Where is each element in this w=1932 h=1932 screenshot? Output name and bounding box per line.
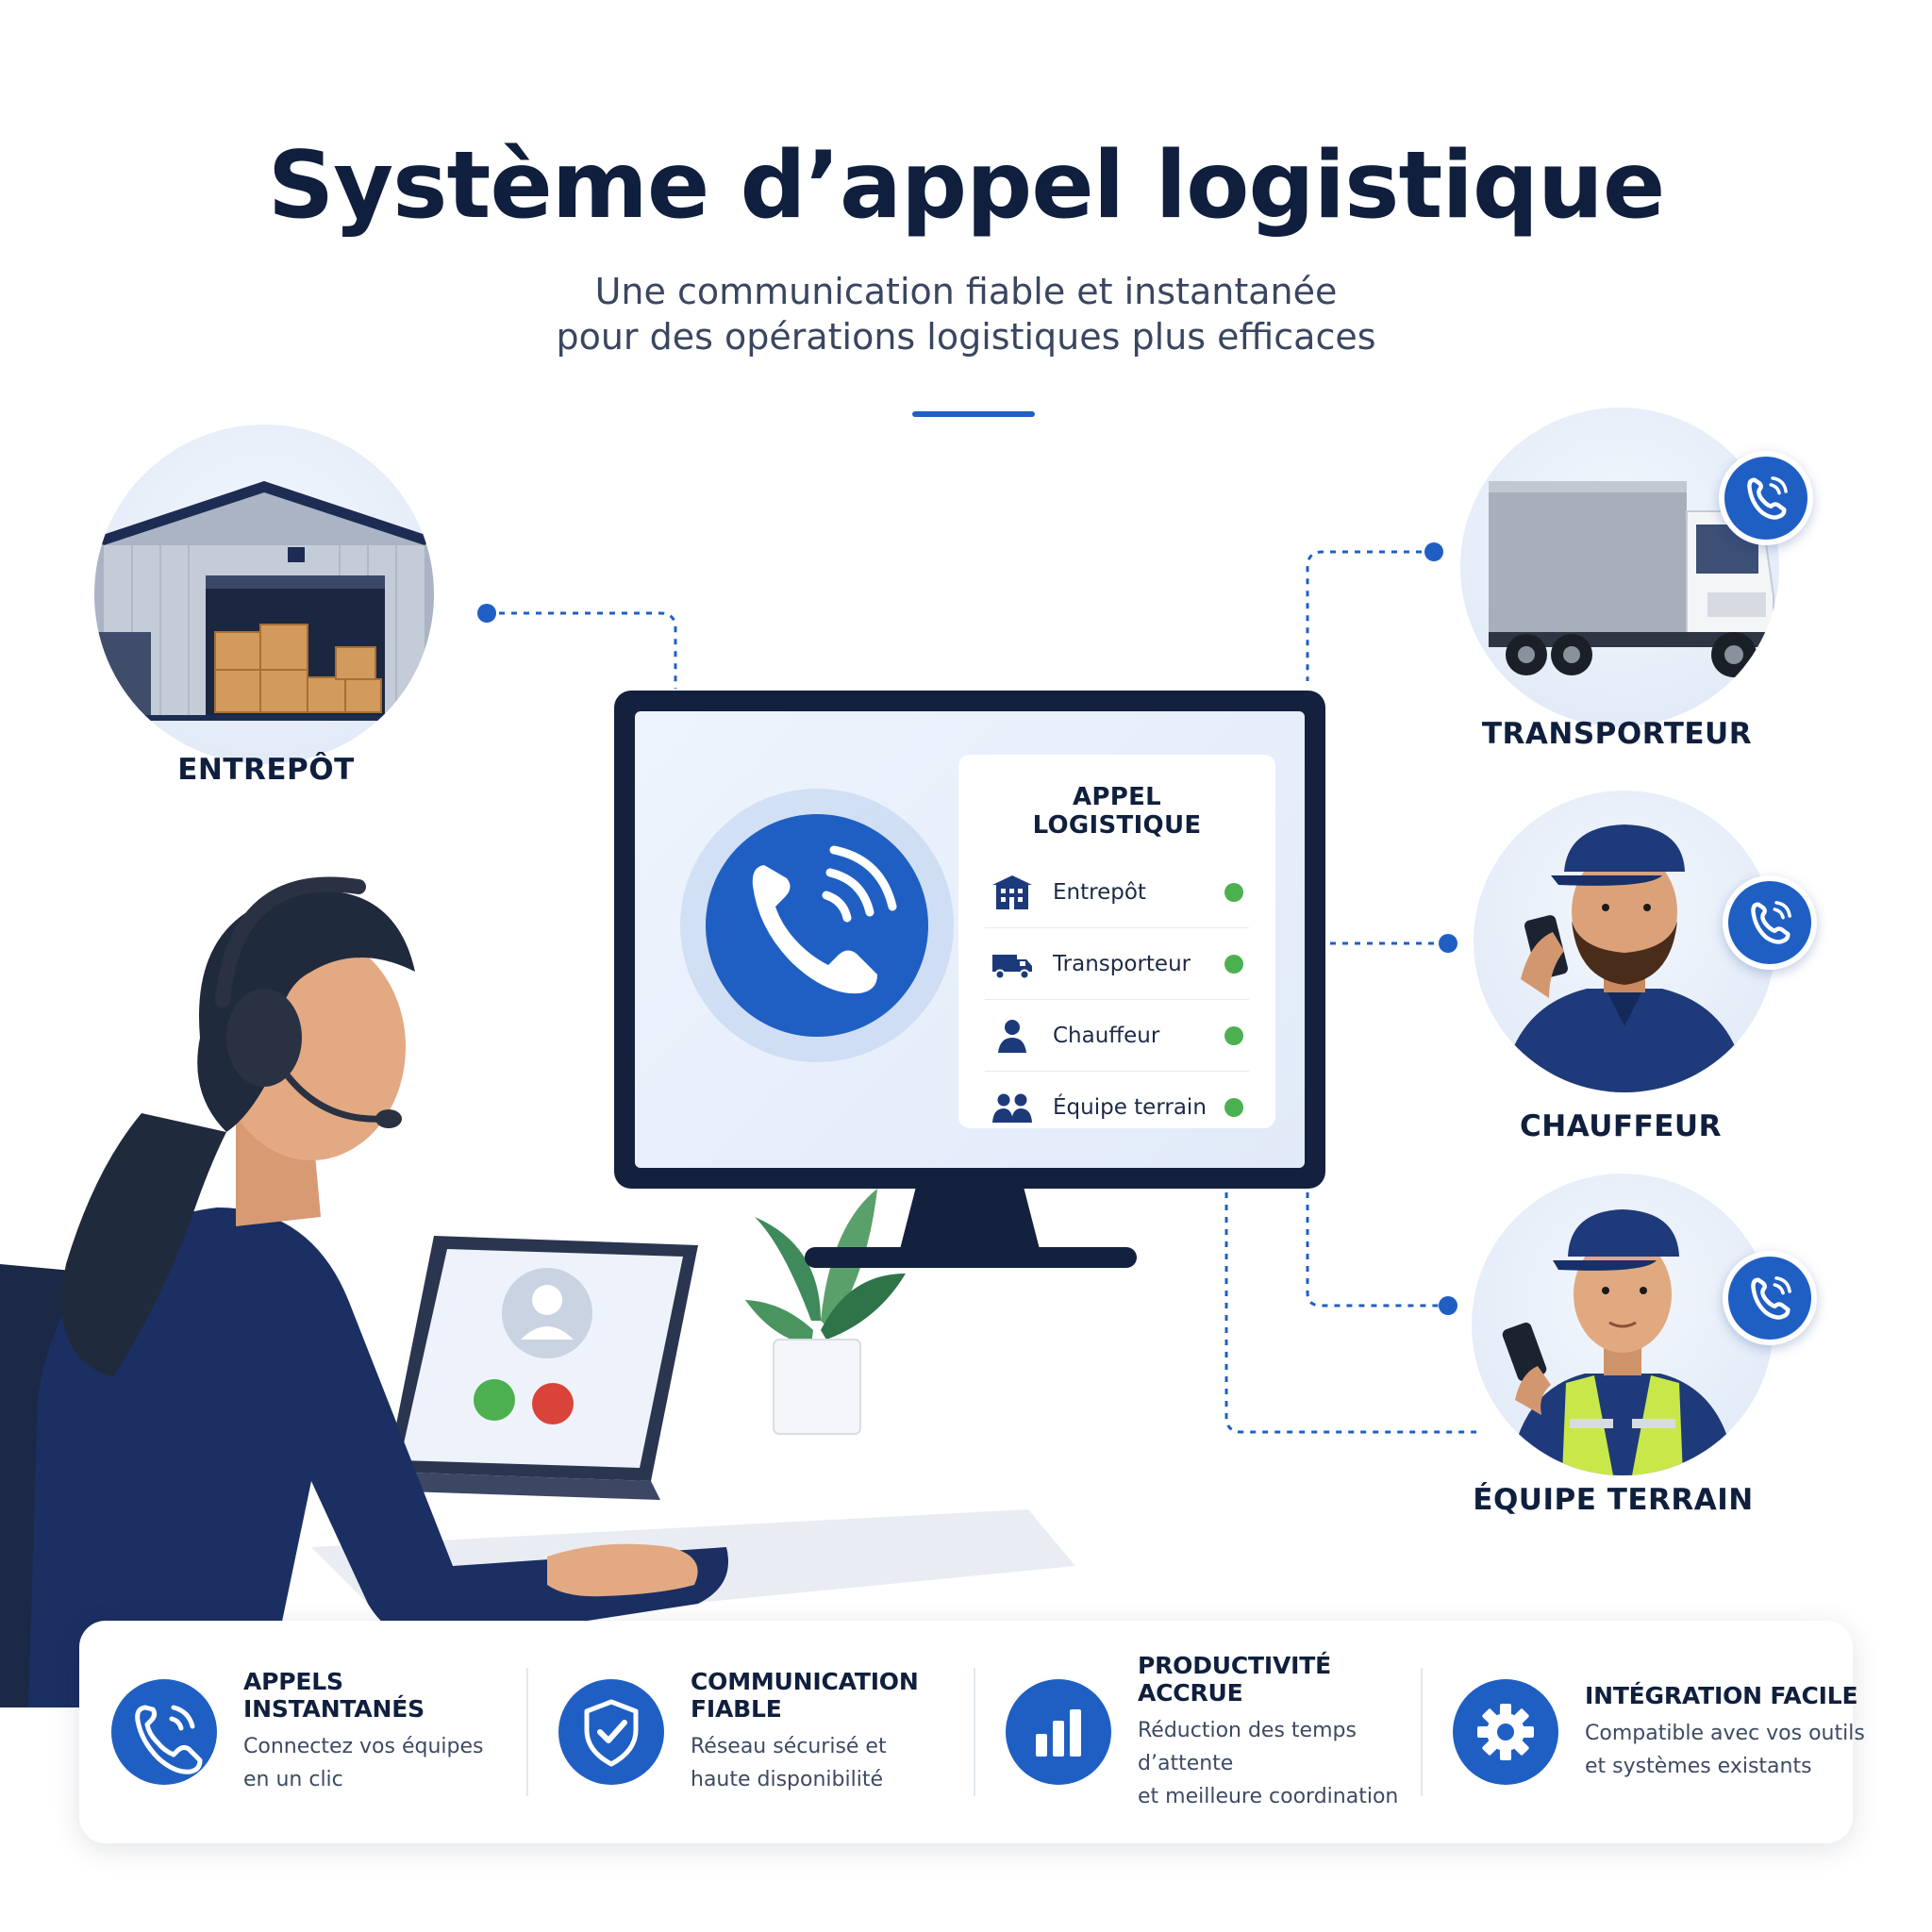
feature-desc-line: Compatible avec vos outils bbox=[1585, 1721, 1865, 1745]
truck-icon bbox=[1489, 481, 1774, 677]
person-icon bbox=[991, 1017, 1034, 1055]
phone-icon bbox=[1751, 901, 1791, 944]
start-call-button[interactable] bbox=[706, 814, 928, 1037]
phone-icon bbox=[1751, 1276, 1791, 1320]
driver-illustration bbox=[1474, 791, 1775, 1092]
status-online-indicator bbox=[1224, 1025, 1243, 1045]
warehouse-label: ENTREPÔT bbox=[177, 753, 355, 787]
warehouse-icon bbox=[94, 481, 434, 721]
feature-increased-productivity: PRODUCTIVITÉ ACCRUE Réduction des temps … bbox=[974, 1621, 1421, 1843]
connector-dot-carrier bbox=[1424, 542, 1443, 561]
feature-title: INTÉGRATION FACILE bbox=[1585, 1681, 1858, 1709]
phone-icon bbox=[1747, 476, 1788, 520]
connector-dot-warehouse bbox=[477, 604, 496, 623]
accept-call-icon bbox=[474, 1379, 515, 1421]
call-target-label: Chauffeur bbox=[1053, 1023, 1160, 1048]
building-icon bbox=[991, 874, 1034, 911]
feature-desc-line: et meilleure coordination bbox=[1138, 1784, 1399, 1808]
call-target-field-team[interactable]: Équipe terrain bbox=[985, 1072, 1249, 1143]
call-target-label: Entrepôt bbox=[1053, 879, 1146, 905]
bar-chart-icon bbox=[1006, 1679, 1111, 1785]
status-online-indicator bbox=[1224, 882, 1243, 902]
operator-scene bbox=[0, 876, 1075, 1707]
subtitle-line-2: pour des opérations logistiques plus eff… bbox=[556, 316, 1376, 358]
status-online-indicator bbox=[1224, 954, 1243, 974]
call-target-label: Équipe terrain bbox=[1053, 1095, 1207, 1120]
feature-instant-calls: APPELS INSTANTANÉS Connectez vos équipes… bbox=[79, 1621, 526, 1843]
features-bar: APPELS INSTANTANÉS Connectez vos équipes… bbox=[79, 1621, 1865, 1843]
connector-dot-field-team bbox=[1439, 1296, 1457, 1315]
monitor: APPEL LOGISTIQUE Entrepôt Transporteur bbox=[614, 691, 1325, 1189]
call-target-carrier[interactable]: Transporteur bbox=[985, 928, 1249, 1000]
laptop bbox=[377, 1236, 698, 1500]
feature-desc-line: Réduction des temps d’attente bbox=[1138, 1718, 1357, 1775]
decline-call-icon bbox=[532, 1383, 574, 1424]
call-target-label: Transporteur bbox=[1053, 951, 1191, 976]
feature-reliable-communication: COMMUNICATION FIABLE Réseau sécurisé et … bbox=[526, 1621, 974, 1843]
field-worker-avatar bbox=[1502, 1209, 1736, 1475]
driver-avatar bbox=[1502, 824, 1747, 1092]
carrier-call-badge[interactable] bbox=[1719, 451, 1813, 545]
feature-easy-integration: INTÉGRATION FACILE Compatible avec vos o… bbox=[1421, 1621, 1868, 1843]
feature-title: APPELS INSTANTANÉS bbox=[243, 1668, 425, 1723]
group-icon bbox=[991, 1089, 1034, 1126]
feature-desc-line: et systèmes existants bbox=[1585, 1754, 1812, 1778]
driver-label: CHAUFFEUR bbox=[1520, 1109, 1722, 1143]
subtitle-line-1: Une communication fiable et instantanée bbox=[594, 271, 1338, 312]
field-team-call-badge[interactable] bbox=[1723, 1251, 1817, 1345]
monitor-stand bbox=[899, 1187, 1041, 1253]
warehouse-illustration bbox=[94, 425, 434, 764]
page-title: Système d’appel logistique bbox=[267, 132, 1666, 240]
carrier-illustration bbox=[1460, 408, 1779, 726]
monitor-screen: APPEL LOGISTIQUE Entrepôt Transporteur bbox=[635, 711, 1305, 1168]
driver-call-badge[interactable] bbox=[1723, 875, 1817, 970]
shield-check-icon bbox=[558, 1679, 664, 1785]
phone-icon bbox=[111, 1679, 217, 1785]
call-target-warehouse[interactable]: Entrepôt bbox=[985, 857, 1249, 928]
plant-decoration bbox=[745, 1189, 906, 1435]
truck-icon bbox=[991, 945, 1034, 983]
status-online-indicator bbox=[1224, 1098, 1243, 1117]
field-team-label: ÉQUIPE TERRAIN bbox=[1473, 1483, 1754, 1517]
feature-desc-line: Réseau sécurisé et bbox=[691, 1735, 887, 1758]
page-subtitle: Une communication fiable et instantanée … bbox=[0, 269, 1932, 359]
call-panel: APPEL LOGISTIQUE Entrepôt Transporteur bbox=[958, 755, 1275, 1128]
title-underline bbox=[912, 411, 1035, 417]
feature-title: PRODUCTIVITÉ ACCRUE bbox=[1138, 1651, 1331, 1707]
feature-description: Réduction des temps d’attente et meilleu… bbox=[1138, 1714, 1421, 1813]
feature-title: COMMUNICATION FIABLE bbox=[691, 1668, 919, 1723]
call-panel-title: APPEL LOGISTIQUE bbox=[1032, 783, 1202, 840]
feature-desc-line: haute disponibilité bbox=[691, 1768, 884, 1791]
headset-icon bbox=[226, 989, 302, 1087]
gear-icon bbox=[1453, 1679, 1558, 1785]
phone-ringing-icon bbox=[752, 845, 897, 994]
connector-dot-driver bbox=[1439, 934, 1457, 953]
feature-description: Compatible avec vos outils et systèmes e… bbox=[1585, 1717, 1868, 1783]
carrier-label: TRANSPORTEUR bbox=[1481, 717, 1753, 751]
feature-desc-line: en un clic bbox=[243, 1768, 343, 1791]
feature-description: Réseau sécurisé et haute disponibilité bbox=[691, 1730, 974, 1796]
monitor-base bbox=[805, 1247, 1137, 1268]
call-target-driver[interactable]: Chauffeur bbox=[985, 1000, 1249, 1072]
feature-desc-line: Connectez vos équipes bbox=[243, 1735, 484, 1758]
call-button-halo bbox=[680, 789, 954, 1062]
call-panel-list: Entrepôt Transporteur Chauffeur bbox=[985, 857, 1249, 1143]
field-team-illustration bbox=[1472, 1174, 1774, 1475]
feature-description: Connectez vos équipes en un clic bbox=[243, 1730, 526, 1796]
